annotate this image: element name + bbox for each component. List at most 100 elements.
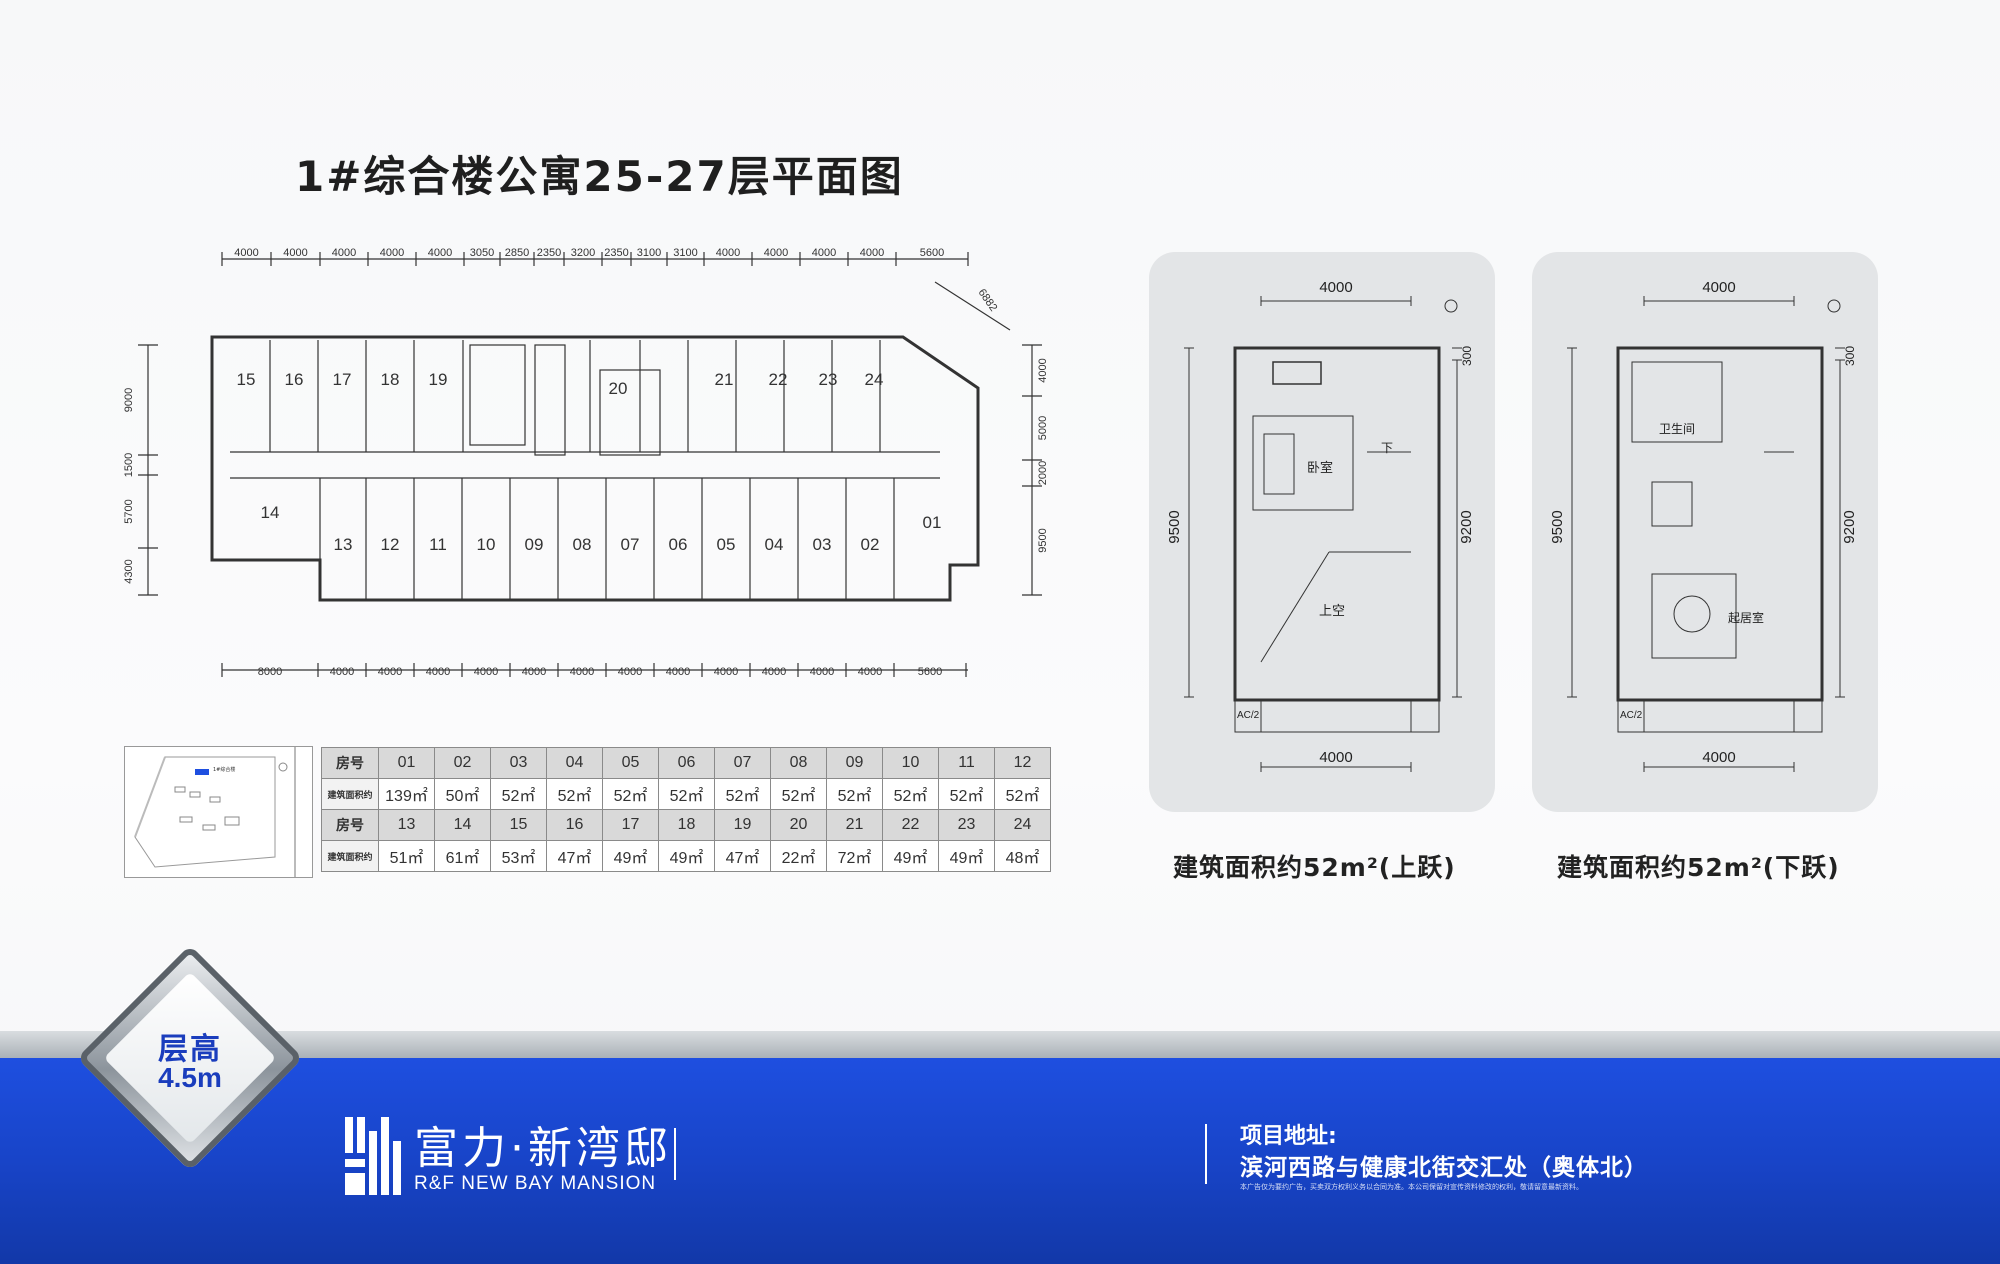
dim-label-top: 4000 (812, 247, 836, 259)
table-cell: 52㎡ (882, 778, 939, 810)
table-cell: 52㎡ (826, 778, 883, 810)
room-number-lower: 06 (669, 535, 688, 554)
unit-plan-upper: 4000 4000 9500 9200 300 卧室 上空 下 AC/2 (1166, 279, 1475, 772)
table-cell: 52㎡ (546, 778, 603, 810)
room-number-lower: 08 (573, 535, 592, 554)
dim-label-left: 4300 (123, 559, 135, 583)
room-number-lower: 12 (381, 535, 400, 554)
room-number-upper: 19 (429, 370, 448, 389)
table-cell: 09 (826, 747, 883, 779)
dim-label-left: 5700 (123, 499, 135, 523)
table-cell: 06 (658, 747, 715, 779)
dim-label-top: 2850 (505, 247, 529, 259)
table-cell: 07 (714, 747, 771, 779)
table-cell: 49㎡ (602, 840, 659, 872)
dim-label-bottom: 4000 (714, 666, 738, 678)
dim-label-top: 4000 (234, 247, 258, 259)
table-row: 建筑面积约 51㎡ 61㎡ 53㎡ 47㎡ 49㎡ 49㎡ 47㎡ 22㎡ 72… (321, 840, 1051, 872)
table-cell: 52㎡ (770, 778, 827, 810)
table-cell: 52㎡ (714, 778, 771, 810)
room-number-lower: 10 (477, 535, 496, 554)
table-cell: 13 (378, 809, 435, 841)
table-cell: 50㎡ (434, 778, 491, 810)
dim-label-bottom: 4000 (618, 666, 642, 678)
table-cell: 24 (994, 809, 1051, 841)
table-cell: 12 (994, 747, 1051, 779)
dim-label-bottom: 4000 (762, 666, 786, 678)
table-cell: 20 (770, 809, 827, 841)
table-cell: 52㎡ (658, 778, 715, 810)
table-cell: 19 (714, 809, 771, 841)
brand-name-en: R&F NEW BAY MANSION (414, 1173, 657, 1194)
table-header: 房号 (321, 747, 379, 779)
room-number-upper: 16 (285, 370, 304, 389)
elevator-core (534, 344, 566, 456)
divider (1205, 1124, 1207, 1184)
room-number-lower: 11 (429, 535, 447, 554)
dim-label-bottom: 4000 (426, 666, 450, 678)
disclaimer-text: 本广告仅为要约广告，买卖双方权利义务以合同为准。本公司保留对宣传资料修改的权利，… (1240, 1183, 1583, 1191)
dim-label-right: 2000 (1037, 461, 1049, 485)
room-bath: 卫生间 (1659, 422, 1695, 436)
table-cell: 52㎡ (602, 778, 659, 810)
dim-label-top: 5600 (920, 247, 944, 259)
caption-upper: 建筑面积约52m²(上跃) (1173, 853, 1456, 882)
table-cell: 17 (602, 809, 659, 841)
dim-label-left: 9000 (123, 388, 135, 412)
room-number-upper: 24 (865, 370, 884, 389)
dim-label-bottom: 4000 (666, 666, 690, 678)
table-cell: 52㎡ (994, 778, 1051, 810)
table-cell: 23 (938, 809, 995, 841)
caption-lower: 建筑面积约52m²(下跃) (1557, 853, 1840, 882)
dim-right: 9200 (1458, 510, 1475, 543)
table-cell: 01 (378, 747, 435, 779)
unit-card-lower: 4000 4000 9500 9200 300 卫生间 起居室 AC/2 (1532, 252, 1878, 812)
outer-wall (210, 335, 980, 602)
room-number-lower: 13 (334, 535, 353, 554)
dim-label-top: 4000 (332, 247, 356, 259)
dim-label-top: 3100 (673, 247, 697, 259)
dim-label-top: 4000 (283, 247, 307, 259)
room-number-lower: 02 (861, 535, 880, 554)
dim-label-top: 3100 (637, 247, 661, 259)
table-row: 房号 13 14 15 16 17 18 19 20 21 22 23 24 (321, 809, 1051, 841)
table-cell: 47㎡ (546, 840, 603, 872)
site-map-drawing: 1#综合楼 (134, 747, 296, 877)
dim-label-bottom: 4000 (330, 666, 354, 678)
dim-label-right: 9500 (1037, 528, 1049, 552)
table-cell: 02 (434, 747, 491, 779)
dim-label-top: 3200 (571, 247, 595, 259)
address-text: 滨河西路与健康北街交汇处（奥体北） (1240, 1155, 1648, 1181)
room-wall (599, 369, 661, 456)
table-cell: 15 (490, 809, 547, 841)
dim-right: 9200 (1841, 510, 1858, 543)
table-cell: 08 (770, 747, 827, 779)
room-number-upper: 22 (769, 370, 788, 389)
table-header: 建筑面积约 (321, 840, 379, 872)
table-cell: 18 (658, 809, 715, 841)
room-number-upper: 17 (333, 370, 352, 389)
table-cell: 04 (546, 747, 603, 779)
room-number-upper: 20 (609, 379, 628, 398)
room-number-lower: 04 (765, 535, 784, 554)
room-number-upper: 21 (715, 370, 734, 389)
table-cell: 11 (938, 747, 995, 779)
dim-label-top: 4000 (716, 247, 740, 259)
room-number-lower: 07 (621, 535, 640, 554)
table-cell: 16 (546, 809, 603, 841)
dim-label-bottom: 4000 (858, 666, 882, 678)
dim-label-right: 5000 (1037, 416, 1049, 440)
table-cell: 48㎡ (994, 840, 1051, 872)
dim-label-bottom: 5600 (918, 666, 942, 678)
dim-label-bottom: 4000 (570, 666, 594, 678)
table-cell: 14 (434, 809, 491, 841)
table-cell: 21 (826, 809, 883, 841)
dim-right-top: 300 (1460, 346, 1474, 366)
dim-top: 4000 (1319, 279, 1352, 296)
table-cell: 49㎡ (938, 840, 995, 872)
page-title: 1#综合楼公寓25-27层平面图 (295, 152, 904, 201)
table-cell: 52㎡ (938, 778, 995, 810)
table-cell: 03 (490, 747, 547, 779)
table-cell: 52㎡ (490, 778, 547, 810)
table-cell: 72㎡ (826, 840, 883, 872)
